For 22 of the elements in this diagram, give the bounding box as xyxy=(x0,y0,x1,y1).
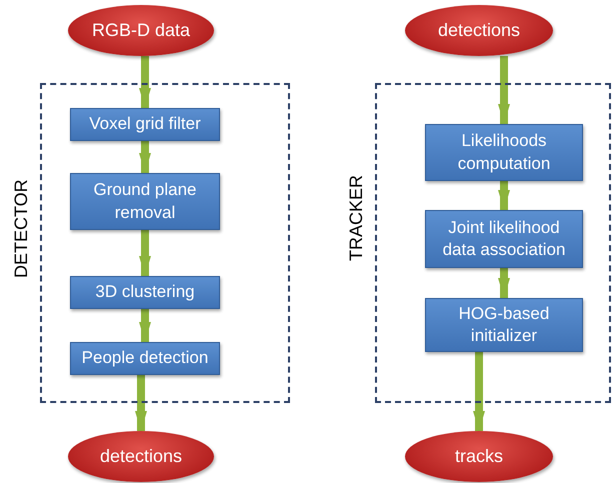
process-box: HOG-based initializer xyxy=(425,298,583,352)
process-box: Joint likelihood data association xyxy=(425,210,583,268)
group-label: DETECTOR xyxy=(11,179,32,278)
group-label: TRACKER xyxy=(346,174,367,261)
arrow xyxy=(498,181,510,210)
arrow xyxy=(139,309,151,342)
terminal-ellipse: RGB-D data xyxy=(68,5,214,56)
process-box: People detection xyxy=(70,342,220,375)
arrow xyxy=(139,56,151,108)
arrow xyxy=(498,268,510,298)
terminal-ellipse: tracks xyxy=(405,431,553,482)
process-box: Ground plane removal xyxy=(70,173,220,230)
process-box: Voxel grid filter xyxy=(70,108,220,141)
process-box: Likelihoods computation xyxy=(425,124,583,181)
arrow xyxy=(135,375,147,431)
arrow xyxy=(139,230,151,276)
process-box: 3D clustering xyxy=(70,276,220,309)
arrow xyxy=(139,141,151,173)
arrow xyxy=(498,56,510,124)
arrow xyxy=(473,352,485,431)
terminal-ellipse: detections xyxy=(405,5,553,56)
terminal-ellipse: detections xyxy=(68,431,214,482)
